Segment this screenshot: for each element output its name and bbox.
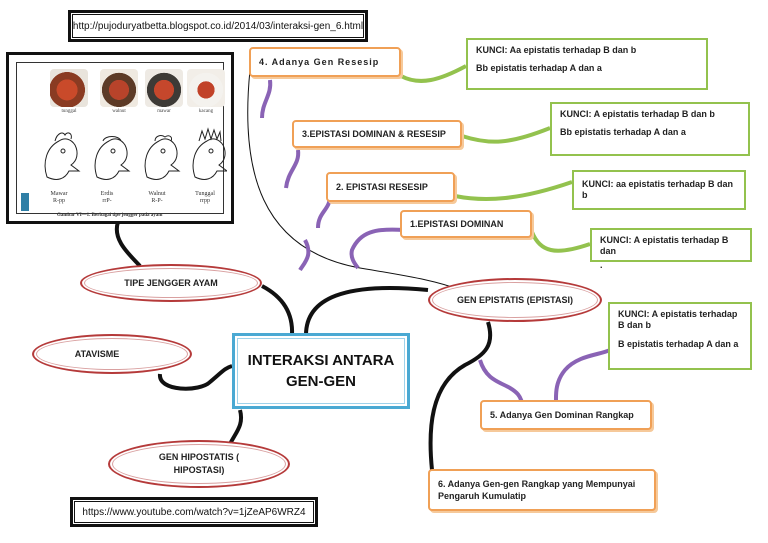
branch-gen-hipostatis[interactable]: GEN HIPOSTATIS ( HIPOSTASI)	[108, 440, 290, 488]
purple-connector	[478, 359, 524, 403]
photo-caption: kacang	[198, 109, 214, 114]
kunci-line: B epistatis terhadap A dan a	[618, 338, 739, 349]
green-connector	[461, 126, 551, 144]
green-connector	[454, 180, 573, 201]
rooster-head-drawing	[192, 127, 227, 180]
rooster-head-drawing	[94, 136, 131, 180]
branch-gen-epistatis[interactable]: GEN EPISTATIS (EPISTASI)	[428, 278, 602, 322]
central-topic[interactable]: INTERAKSI ANTARA GEN-GEN	[232, 333, 410, 409]
purple-connector	[284, 149, 301, 189]
topic-label: 5. Adanya Gen Dominan Rangkap	[490, 410, 634, 420]
purple-connector	[260, 79, 273, 119]
rooster-photo	[50, 69, 88, 107]
purple-connector	[298, 239, 311, 272]
topic-epistasi-dominan[interactable]: 1.EPISTASI DOMINAN	[400, 210, 532, 238]
black-connector	[114, 221, 142, 268]
kunci-box: KUNCI: A epistatis terhadap B dan .	[590, 228, 752, 270]
source-url-top[interactable]: http://pujoduryatbetta.blogspot.co.id/20…	[68, 10, 368, 42]
kunci-box: KUNCI: A epistatis terhadap B dan b B ep…	[608, 302, 752, 370]
branch-label: GEN EPISTATIS (EPISTASI)	[456, 295, 573, 305]
topic-adanya-gen-resesip[interactable]: 4. Adanya Gen Resesip	[249, 47, 401, 77]
topic-label: 4. Adanya Gen Resesip	[259, 57, 380, 67]
branch-tipe-jengger[interactable]: TIPE JENGGER AYAM	[80, 264, 262, 302]
kunci-line: KUNCI: A epistatis terhadap B dan	[600, 235, 729, 257]
central-title-line: INTERAKSI ANTARA	[247, 352, 395, 369]
comb-types-image: tunggal walnut mawar kacang	[6, 52, 234, 224]
comb-drawings	[44, 127, 227, 180]
black-connector	[228, 409, 243, 445]
rooster-head-drawing	[44, 132, 81, 180]
green-connector	[530, 231, 591, 253]
branch-label: TIPE JENGGER AYAM	[124, 278, 218, 288]
rooster-photo	[100, 69, 138, 107]
kunci-line: KUNCI: A epistatis terhadap B dan b	[560, 109, 715, 119]
kunci-box: KUNCI: Aa epistatis terhadap B dan b Bb …	[466, 38, 708, 90]
source-url-bottom[interactable]: https://www.youtube.com/watch?v=1jZeAP6W…	[70, 497, 318, 527]
topic-epistasi-dominan-resesip[interactable]: 3.EPISTASI DOMINAN & RESESIP	[292, 120, 462, 148]
central-title-line: GEN-GEN	[285, 373, 356, 390]
photo-caption: mawar	[157, 109, 171, 114]
url-text: https://www.youtube.com/watch?v=1jZeAP6W…	[82, 506, 306, 518]
rooster-photo	[187, 69, 225, 107]
purple-connector	[553, 348, 611, 403]
url-text: http://pujoduryatbetta.blogspot.co.id/20…	[72, 20, 364, 32]
blue-marker	[21, 193, 29, 211]
photo-caption: walnut	[112, 109, 126, 114]
black-connector	[158, 364, 233, 391]
branch-label: GEN HIPOSTATIS ( HIPOSTASI)	[158, 451, 240, 476]
rooster-head-drawing	[144, 135, 181, 180]
topic-label: 6. Adanya Gen-gen Rangkap yang Mempunyai…	[438, 478, 636, 501]
topic-label: 2. EPISTASI RESESIP	[336, 182, 428, 192]
black-connector	[428, 321, 493, 471]
kunci-box: KUNCI: aa epistatis terhadap B dan b	[572, 170, 746, 210]
topic-gen-dominan-rangkap[interactable]: 5. Adanya Gen Dominan Rangkap	[480, 400, 652, 430]
topic-label: 1.EPISTASI DOMINAN	[410, 219, 504, 229]
rooster-photo	[145, 69, 183, 107]
kunci-line: KUNCI: A epistatis terhadap B dan b	[618, 309, 738, 331]
black-connector	[261, 284, 295, 336]
kunci-line: KUNCI: Aa epistatis terhadap B dan b	[476, 45, 637, 55]
image-panel: tunggal walnut mawar kacang	[16, 62, 227, 218]
figure-caption: Gambar VI—1. Berbagai tipe jengger pada …	[57, 213, 163, 218]
kunci-line: Bb epistatis terhadap A dan a	[560, 127, 686, 138]
green-connector	[400, 64, 467, 83]
kunci-box: KUNCI: A epistatis terhadap B dan b Bb e…	[550, 102, 750, 156]
branch-label: ATAVISME	[74, 349, 120, 359]
kunci-line: KUNCI: aa epistatis terhadap B dan b	[582, 178, 734, 200]
purple-connector	[349, 227, 405, 270]
topic-label: 3.EPISTASI DOMINAN & RESESIP	[302, 129, 446, 139]
branch-atavisme[interactable]: ATAVISME	[32, 334, 192, 374]
black-connector	[304, 286, 429, 336]
kunci-line: .	[600, 259, 603, 270]
kunci-line: Bb epistatis terhadap A dan a	[476, 63, 602, 74]
topic-gen-rangkap-kumulatip[interactable]: 6. Adanya Gen-gen Rangkap yang Mempunyai…	[428, 469, 656, 511]
thin-connector	[247, 69, 461, 291]
topic-epistasi-resesip[interactable]: 2. EPISTASI RESESIP	[326, 172, 455, 202]
photo-caption: tunggal	[61, 109, 77, 114]
